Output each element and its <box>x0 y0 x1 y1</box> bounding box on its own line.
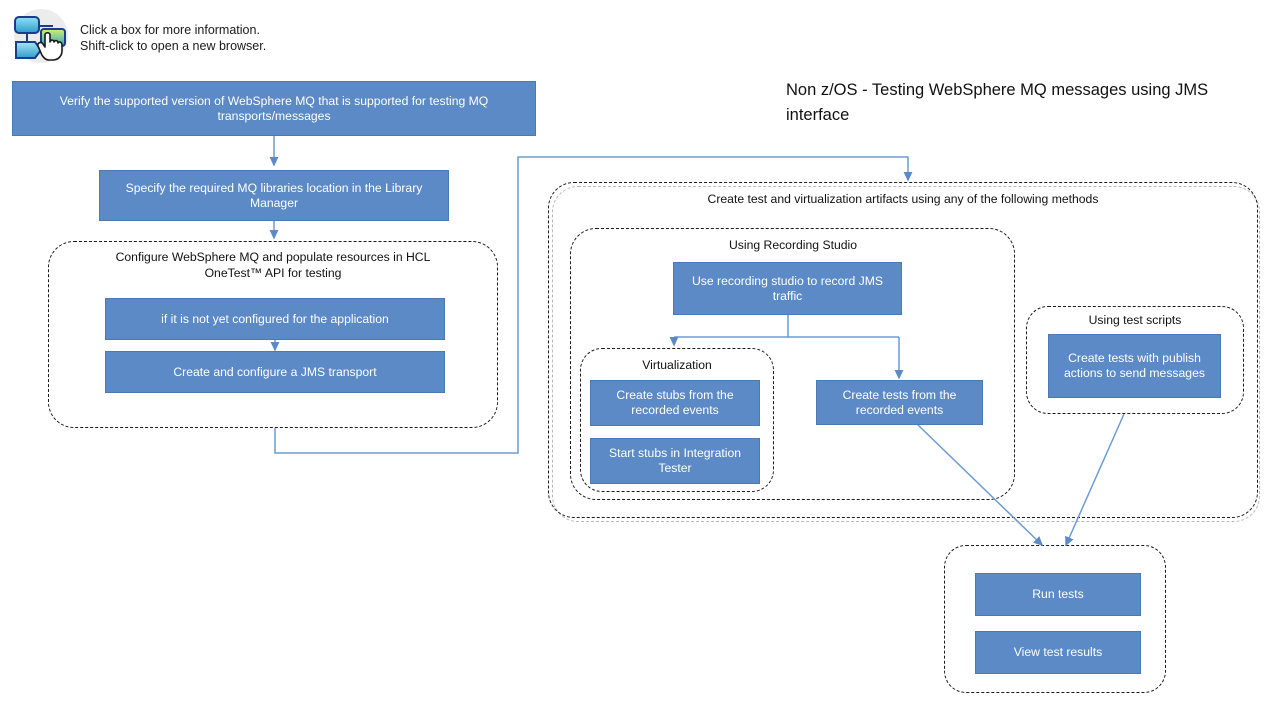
box-create-jms-transport[interactable]: Create and configure a JMS transport <box>105 351 445 393</box>
legend-header: Click a box for more information. Shift-… <box>0 0 1280 70</box>
box-verify-version[interactable]: Verify the supported version of WebSpher… <box>12 81 536 136</box>
group-virtualization-label: Virtualization <box>642 358 712 372</box>
group-using-test-scripts <box>1026 306 1244 414</box>
flowchart-click-icon <box>8 7 74 65</box>
box-specify-libraries[interactable]: Specify the required MQ libraries locati… <box>99 170 449 221</box>
box-use-recording-studio[interactable]: Use recording studio to record JMS traff… <box>673 262 902 315</box>
box-view-test-results[interactable]: View test results <box>975 631 1141 674</box>
box-create-tests-from-recorded-events[interactable]: Create tests from the recorded events <box>816 380 983 425</box>
legend-instructions: Click a box for more information. Shift-… <box>80 23 267 53</box>
group-run-results <box>944 545 1166 693</box>
group-using-test-scripts-label: Using test scripts <box>1088 313 1182 327</box>
group-create-artifacts-label: Create test and virtualization artifacts… <box>707 192 1099 206</box>
group-configure-websphere-mq-label: Configure WebSphere MQ and populate reso… <box>115 250 431 280</box>
box-not-yet-configured[interactable]: if it is not yet configured for the appl… <box>105 298 445 340</box>
box-start-stubs[interactable]: Start stubs in Integration Tester <box>590 438 760 484</box>
box-create-stubs[interactable]: Create stubs from the recorded events <box>590 380 760 426</box>
group-using-recording-studio-label: Using Recording Studio <box>728 238 858 252</box>
box-create-tests-with-publish-actions[interactable]: Create tests with publish actions to sen… <box>1048 334 1221 398</box>
page-title: Non z/OS - Testing WebSphere MQ messages… <box>786 81 1209 124</box>
box-run-tests[interactable]: Run tests <box>975 573 1141 616</box>
